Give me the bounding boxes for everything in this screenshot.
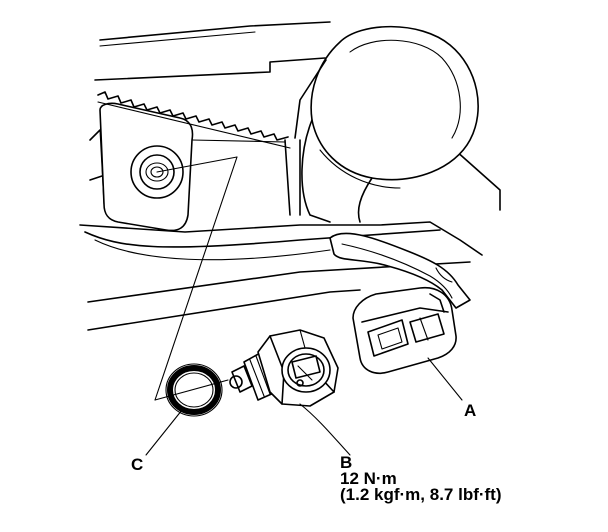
callout-a-label: A <box>464 401 476 420</box>
installation-lines <box>154 156 238 401</box>
sensor-b <box>229 329 339 407</box>
callout-b-torque-nm: 12 N·m <box>340 469 397 488</box>
leader-lines <box>145 357 463 456</box>
callout-c-label: C <box>131 455 143 474</box>
wire-harness <box>329 232 471 309</box>
engine-housing <box>79 21 501 331</box>
cylindrical-housing <box>294 25 479 223</box>
washer-c <box>165 363 223 417</box>
callout-b-torque-alt: (1.2 kgf·m, 8.7 lbf·ft) <box>340 485 502 504</box>
callout-b-label: B <box>340 453 352 472</box>
connector-a <box>352 286 457 374</box>
